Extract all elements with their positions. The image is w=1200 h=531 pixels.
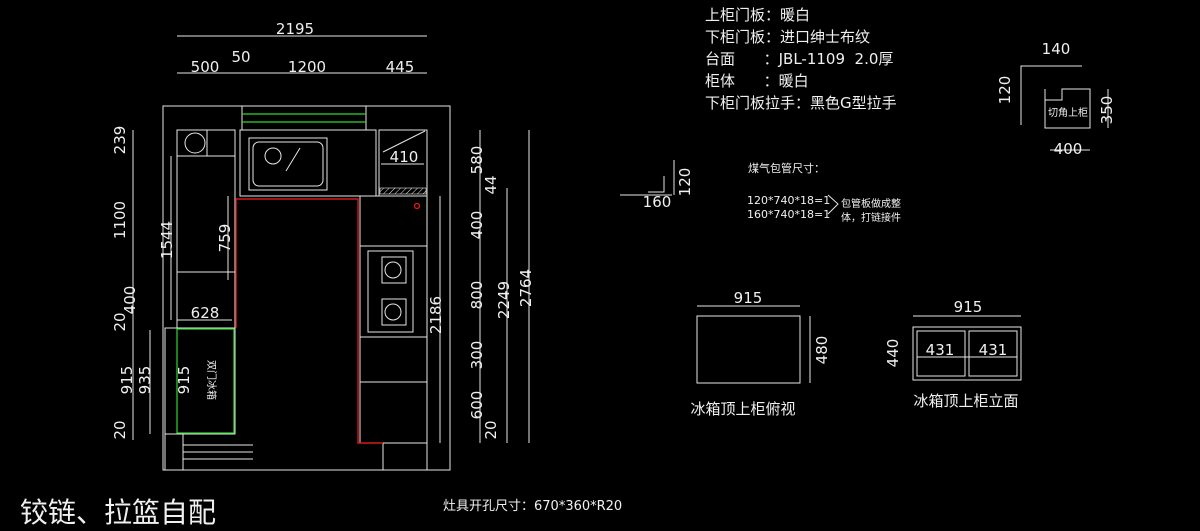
sink-counter xyxy=(239,129,377,197)
gas-pipe-detail: 120 160 煤气包管尺寸： 120*740*18=1 160*740*18=… xyxy=(620,160,901,224)
dim: 580 xyxy=(468,146,486,175)
spec-handle: 下柜门板拉手：黑色G型拉手 xyxy=(705,94,897,112)
fridge-top-plan: 915 480 冰箱顶上柜俯视 xyxy=(690,289,831,418)
dim: 2186 xyxy=(427,296,445,334)
spec-carcass: 柜体 ：暖白 xyxy=(705,72,809,90)
dim: 350 xyxy=(1098,96,1116,125)
dim: 431 xyxy=(979,341,1008,359)
spec-list: 上柜门板：暖白 下柜门板：进口绅士布纹 台面 ：JBL-1109 2.0厚 柜体… xyxy=(705,6,897,112)
dim: 915 xyxy=(118,366,136,395)
fridge xyxy=(164,327,236,435)
dim: 239 xyxy=(111,126,129,155)
dim: 915 xyxy=(954,298,983,316)
dim: 915 xyxy=(734,289,763,307)
stove-icon xyxy=(367,250,414,333)
dim: 1544 xyxy=(158,221,176,259)
dim: 2249 xyxy=(495,281,513,319)
dim: 400 xyxy=(1054,140,1083,158)
dim: 20 xyxy=(111,312,129,331)
spec-countertop: 台面 ：JBL-1109 2.0厚 xyxy=(705,50,893,68)
stove-cutout-note: 灶具开孔尺寸：670*360*R20 xyxy=(443,499,622,514)
dim: 140 xyxy=(1042,40,1071,58)
dim: 300 xyxy=(468,341,486,370)
gas-pipe-line: 160*740*18=1 xyxy=(747,208,830,221)
water-heater-icon xyxy=(184,132,206,154)
caption: 冰箱顶上柜俯视 xyxy=(690,400,795,418)
dim: 20 xyxy=(482,420,500,439)
dim: 431 xyxy=(926,341,955,359)
spec-lower-door: 下柜门板：进口绅士布纹 xyxy=(705,28,870,46)
dim: 2764 xyxy=(517,269,535,307)
spec-upper-door: 上柜门板：暖白 xyxy=(705,6,810,24)
dim: 1100 xyxy=(111,201,129,239)
dim: 120 xyxy=(676,168,694,197)
dim: 445 xyxy=(386,58,415,76)
dim: 800 xyxy=(468,281,486,310)
kitchen-plan: 双门冰箱 2195 500 50 1200 445 239 1100 400 2… xyxy=(111,20,535,471)
gas-pipe-note: 包管板做成整 xyxy=(841,197,901,210)
sink-icon xyxy=(248,137,328,191)
dim: 915 xyxy=(175,366,193,395)
caption: 冰箱顶上柜立面 xyxy=(913,392,1018,410)
dim: 935 xyxy=(136,366,154,395)
gas-pipe-title: 煤气包管尺寸： xyxy=(748,161,825,175)
dim: 120 xyxy=(996,76,1014,105)
window xyxy=(241,105,367,131)
dim: 160 xyxy=(643,193,672,211)
dim: 400 xyxy=(121,286,139,315)
dim: 628 xyxy=(191,304,220,322)
dimension-lines xyxy=(132,35,530,443)
dim: 440 xyxy=(884,339,902,368)
dim: 400 xyxy=(468,211,486,240)
dim: 50 xyxy=(231,48,250,66)
fridge-label: 双门冰箱 xyxy=(205,360,218,400)
dim: 480 xyxy=(813,336,831,365)
gas-pipe-line: 120*740*18=1 xyxy=(747,194,830,207)
dim: 500 xyxy=(191,58,220,76)
dim: 410 xyxy=(390,148,419,166)
dim: 44 xyxy=(482,175,500,194)
dim: 1200 xyxy=(288,58,326,76)
footer-note: 铰链、拉篮自配 xyxy=(20,496,216,529)
dim-total-width: 2195 xyxy=(276,20,314,38)
gas-pipe-note: 体，打链接件 xyxy=(841,211,901,224)
fridge-top-elevation: 915 431 431 440 冰箱顶上柜立面 xyxy=(884,298,1022,410)
dim: 20 xyxy=(111,420,129,439)
dim: 600 xyxy=(468,391,486,420)
corner-cabinet-detail: 140 120 切角上柜 350 400 xyxy=(996,40,1116,158)
countertop-edge xyxy=(235,198,383,444)
dim: 759 xyxy=(216,224,234,253)
door-step xyxy=(382,442,428,471)
corner-cabinet-label: 切角上柜 xyxy=(1048,106,1088,119)
